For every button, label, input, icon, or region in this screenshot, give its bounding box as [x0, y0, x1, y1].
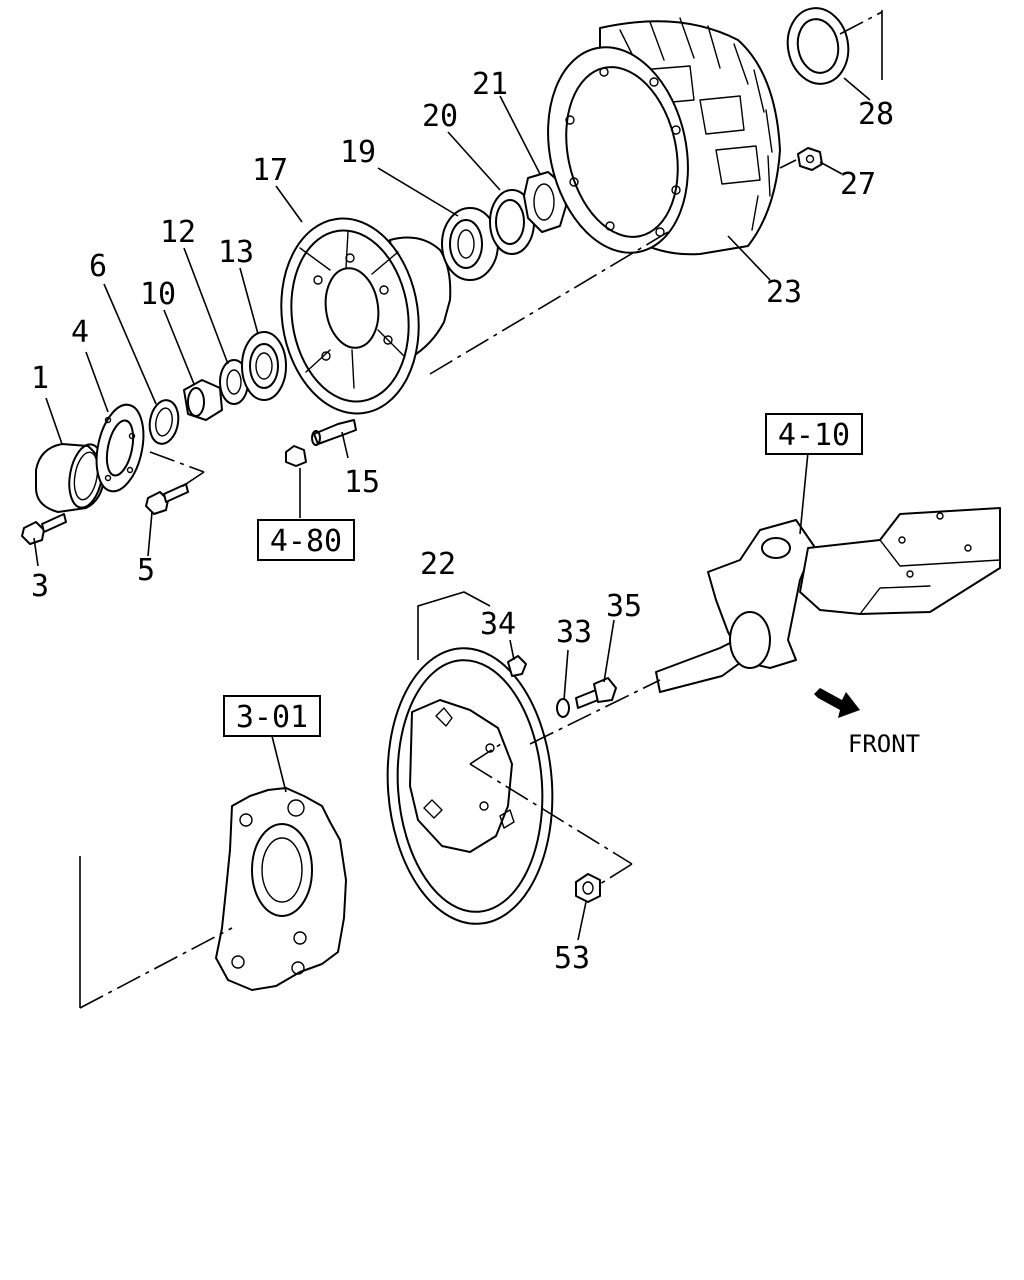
brake-drum — [547, 17, 781, 256]
bearing-19 — [441, 207, 499, 281]
callout-6: 6 — [89, 249, 107, 284]
bolt-5 — [145, 483, 189, 515]
bearing-cup-20 — [489, 189, 535, 255]
gasket-4 — [95, 403, 145, 493]
stud-15 — [311, 419, 357, 446]
callout-numbers: 1 3 4 5 6 10 12 13 15 17 19 20 21 22 23 … — [31, 67, 894, 976]
ref-3-01-label: 3-01 — [236, 700, 308, 735]
callout-leaders — [33, 77, 871, 941]
callout-23: 23 — [766, 275, 802, 310]
callout-19: 19 — [340, 135, 376, 170]
ref-4-80-label: 4-80 — [270, 524, 342, 559]
bolt-3 — [21, 513, 67, 545]
callout-27: 27 — [840, 167, 876, 202]
seal-6 — [148, 399, 180, 445]
washer-33 — [556, 698, 570, 718]
callout-33: 33 — [556, 615, 592, 650]
nut-10 — [183, 379, 223, 421]
ref-4-10-label: 4-10 — [778, 418, 850, 453]
plug-34 — [507, 655, 527, 677]
bolt-35 — [575, 677, 617, 709]
ref-box-4-10: 4-10 — [765, 413, 863, 455]
lock-washer-21 — [523, 171, 567, 233]
ref-box-3-01: 3-01 — [223, 695, 321, 737]
callout-21: 21 — [472, 67, 508, 102]
callout-17: 17 — [252, 153, 288, 188]
nut-27 — [797, 147, 823, 171]
callout-12: 12 — [160, 215, 196, 250]
nut-53 — [575, 873, 601, 903]
callout-22: 22 — [420, 547, 456, 582]
wheel-nut — [285, 445, 307, 467]
callout-15: 15 — [344, 465, 380, 500]
ref-box-4-80: 4-80 — [257, 519, 355, 561]
centre-lines — [79, 10, 883, 1009]
callout-3: 3 — [31, 569, 49, 604]
front-label: FRONT — [848, 730, 920, 758]
brake-anchor-3-01 — [215, 787, 347, 991]
callout-5: 5 — [137, 553, 155, 588]
bearing-12 — [219, 359, 249, 405]
seal-28 — [786, 7, 850, 85]
callout-10: 10 — [140, 277, 176, 312]
front-arrow-icon — [814, 688, 860, 718]
callout-35: 35 — [606, 589, 642, 624]
callout-53: 53 — [554, 941, 590, 976]
callout-13: 13 — [218, 235, 254, 270]
callout-28: 28 — [858, 97, 894, 132]
callout-4: 4 — [71, 315, 89, 350]
steering-knuckle — [655, 507, 1001, 693]
wheel-hub — [280, 217, 452, 415]
callout-20: 20 — [422, 99, 458, 134]
callout-1: 1 — [31, 361, 49, 396]
bearing-13 — [241, 331, 287, 401]
backing-plate — [386, 647, 554, 925]
callout-34: 34 — [480, 607, 516, 642]
